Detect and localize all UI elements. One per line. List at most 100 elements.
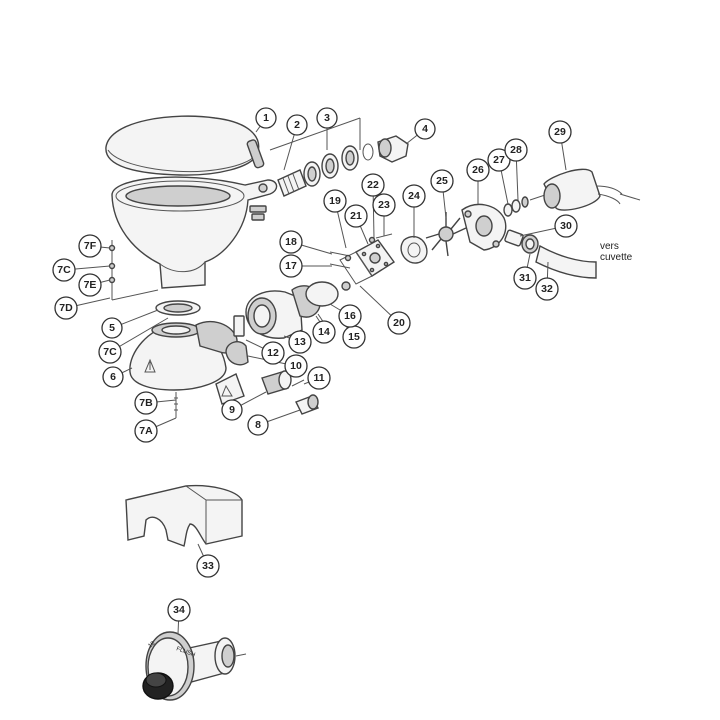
hinge-nuts	[249, 205, 267, 221]
callout-c19: 19	[323, 189, 347, 213]
callout-label: 26	[472, 164, 484, 176]
callout-circle	[535, 277, 559, 301]
callout-c6: 6	[102, 366, 124, 388]
callout-circle	[338, 304, 362, 328]
valve-plate	[233, 315, 245, 337]
callout-c9: 9	[221, 399, 243, 421]
callout-label: 15	[348, 331, 360, 343]
callout-circle	[134, 391, 158, 415]
inlet-fitting	[504, 229, 524, 247]
callout-label: 31	[519, 272, 531, 284]
callout-c7C2: 7C	[98, 340, 122, 364]
callout-circle	[78, 234, 102, 258]
warning-label	[215, 373, 245, 405]
callout-label: 32	[541, 283, 553, 295]
callout-label: 7C	[103, 346, 117, 358]
callout-c2: 2	[286, 114, 308, 136]
callout-c21: 21	[344, 204, 368, 228]
callout-label: 7B	[139, 397, 153, 409]
callout-circle	[261, 341, 285, 365]
callout-c33: 33	[196, 554, 220, 578]
callout-c23: 23	[372, 193, 396, 217]
callout-c29: 29	[548, 120, 572, 144]
callout-c7A: 7A	[134, 419, 158, 443]
toilet-lid	[105, 115, 260, 176]
callout-c31: 31	[513, 266, 537, 290]
callout-label: 30	[560, 220, 572, 232]
callout-circle	[247, 414, 269, 436]
callout-circle	[323, 189, 347, 213]
knob-mark-left: 18	[147, 640, 156, 649]
annotation-line1: vers	[600, 241, 619, 252]
callout-circle	[414, 118, 436, 140]
callout-circle	[430, 169, 454, 193]
plate-gasket	[339, 251, 373, 285]
callout-c27: 27	[487, 148, 511, 172]
callout-label: 25	[436, 175, 448, 187]
hose-spring	[277, 169, 307, 197]
callout-circle	[288, 330, 312, 354]
callout-c17: 17	[279, 254, 303, 278]
callout-label: 2	[294, 119, 300, 131]
callout-circle	[466, 158, 490, 182]
callout-circle	[284, 354, 308, 378]
callout-c13: 13	[288, 330, 312, 354]
callout-label: 27	[493, 154, 505, 166]
switch-knob	[142, 672, 174, 700]
callout-c24: 24	[402, 184, 426, 208]
callout-c7D: 7D	[54, 296, 78, 320]
callout-circle	[402, 184, 426, 208]
callout-label: 3	[324, 112, 330, 124]
hose-connector	[377, 135, 409, 163]
callout-label: 14	[318, 326, 330, 338]
callout-circle	[221, 399, 243, 421]
callout-circle	[101, 317, 123, 339]
callout-circle	[344, 204, 368, 228]
base-screws	[174, 392, 178, 418]
callout-label: 28	[510, 144, 522, 156]
callout-label: 11	[313, 372, 324, 384]
callout-label: 1	[263, 112, 269, 124]
callout-circle	[255, 107, 277, 129]
inlet-hose	[535, 244, 597, 279]
toilet-bowl	[111, 176, 278, 289]
callout-circle	[316, 107, 338, 129]
pump-gasket	[305, 281, 339, 307]
hinge-bolt	[246, 139, 265, 169]
callout-circle	[554, 214, 578, 238]
callout-c7B: 7B	[134, 391, 158, 415]
callout-label: 7D	[59, 302, 73, 314]
callout-label: 16	[344, 310, 356, 322]
callout-label: 18	[285, 236, 297, 248]
callout-label: 33	[202, 560, 214, 572]
callout-label: 6	[110, 371, 116, 383]
callout-label: 21	[350, 210, 362, 222]
callout-circle	[279, 230, 303, 254]
callout-c12: 12	[261, 341, 285, 365]
callout-label: 7C	[57, 264, 71, 276]
callout-c11: 11	[307, 366, 331, 390]
callout-label: 13	[294, 336, 306, 348]
callout-circle	[307, 366, 331, 390]
callout-circle	[134, 419, 158, 443]
callout-circle	[387, 311, 411, 335]
callout-c3: 3	[316, 107, 338, 129]
callout-circle	[279, 254, 303, 278]
callout-c22: 22	[361, 173, 385, 197]
callout-label: 24	[408, 190, 420, 202]
callout-c10: 10	[284, 354, 308, 378]
pump-base	[129, 322, 227, 391]
electric-motor	[529, 168, 623, 211]
pump-chamber	[245, 290, 303, 339]
callout-c7C: 7C	[52, 258, 76, 282]
flush-switch	[145, 631, 247, 701]
callout-label: 17	[285, 260, 297, 272]
callout-label: 8	[255, 419, 261, 431]
callout-label: 23	[378, 199, 390, 211]
callout-c28: 28	[504, 138, 528, 162]
callout-label: 9	[229, 404, 235, 416]
callout-c18: 18	[279, 230, 303, 254]
callout-c16: 16	[338, 304, 362, 328]
callout-circle	[52, 258, 76, 282]
